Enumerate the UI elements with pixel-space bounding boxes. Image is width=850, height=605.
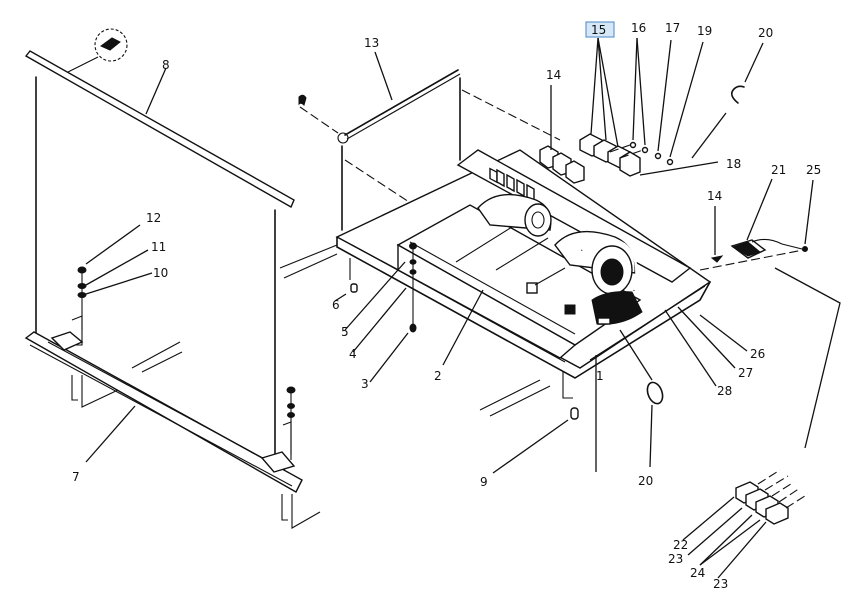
leg-left-inner bbox=[81, 375, 119, 408]
o-ring-bottom bbox=[646, 381, 664, 405]
callout-15[interactable]: 15 bbox=[591, 23, 606, 37]
callout-14-top[interactable]: 14 bbox=[546, 68, 561, 82]
bottom-rail bbox=[24, 331, 303, 493]
left-panel-assembly bbox=[24, 28, 321, 529]
callout-27[interactable]: 27 bbox=[738, 366, 753, 380]
callout-5[interactable]: 5 bbox=[341, 325, 349, 339]
callout-28[interactable]: 28 bbox=[717, 384, 732, 398]
top-trim-bar bbox=[24, 50, 295, 208]
callout-20-top[interactable]: 20 bbox=[758, 26, 773, 40]
wire-connector bbox=[699, 238, 808, 271]
terminal-block bbox=[735, 469, 809, 525]
floor-line-e bbox=[279, 244, 338, 269]
callout-16[interactable]: 16 bbox=[631, 21, 646, 35]
floor-line-d bbox=[489, 385, 551, 417]
housing-fasteners bbox=[349, 242, 579, 420]
callout-1[interactable]: 1 bbox=[596, 369, 604, 383]
motor-wiring bbox=[526, 267, 643, 325]
o-ring-top bbox=[730, 85, 745, 104]
blower-wheel-right bbox=[554, 230, 638, 295]
leg-left-outer bbox=[71, 375, 78, 401]
callout-7[interactable]: 7 bbox=[72, 470, 80, 484]
callout-13[interactable]: 13 bbox=[364, 36, 379, 50]
rear-cover-panel bbox=[298, 69, 561, 256]
leg-right-outer bbox=[281, 494, 288, 521]
callout-12[interactable]: 12 bbox=[146, 211, 161, 225]
rear-wall bbox=[456, 149, 692, 283]
callout-20-bottom[interactable]: 20 bbox=[638, 474, 653, 488]
floor-line-f bbox=[283, 253, 338, 279]
callout-23-a[interactable]: 23 bbox=[668, 552, 683, 566]
callout-3[interactable]: 3 bbox=[361, 377, 369, 391]
callout-17[interactable]: 17 bbox=[665, 21, 680, 35]
callout-23-b[interactable]: 23 bbox=[713, 577, 728, 591]
heater-housing-assembly bbox=[279, 69, 712, 420]
callout-9[interactable]: 9 bbox=[480, 475, 488, 489]
callout-2[interactable]: 2 bbox=[434, 369, 442, 383]
callout-11[interactable]: 11 bbox=[151, 240, 166, 254]
callout-4[interactable]: 4 bbox=[349, 347, 357, 361]
callout-24[interactable]: 24 bbox=[690, 566, 705, 580]
detail-magnifier bbox=[67, 28, 128, 73]
blower-wheel-left bbox=[477, 193, 552, 237]
callout-19[interactable]: 19 bbox=[697, 24, 712, 38]
control-switch-bank bbox=[539, 133, 674, 184]
callout-10[interactable]: 10 bbox=[153, 266, 168, 280]
floor-line-b bbox=[141, 351, 183, 373]
callout-14-right[interactable]: 14 bbox=[707, 189, 722, 203]
bracket-left-upper bbox=[71, 315, 83, 346]
callout-21[interactable]: 21 bbox=[771, 163, 786, 177]
callout-labels: 1 2 3 4 5 6 7 8 9 10 11 12 13 14 14 15 1… bbox=[72, 21, 821, 591]
callout-18[interactable]: 18 bbox=[726, 157, 741, 171]
callout-26[interactable]: 26 bbox=[750, 347, 765, 361]
fastener-stack-right bbox=[282, 386, 296, 460]
floor-line-c bbox=[479, 379, 541, 411]
leg-right-inner bbox=[291, 494, 321, 529]
callout-8[interactable]: 8 bbox=[162, 58, 170, 72]
floor-line-a bbox=[131, 341, 181, 369]
leader-lines bbox=[85, 37, 814, 579]
callout-6[interactable]: 6 bbox=[332, 298, 340, 312]
callout-25[interactable]: 25 bbox=[806, 163, 821, 177]
terminal-leader bbox=[774, 267, 841, 449]
blower-housing bbox=[396, 204, 642, 359]
callout-15-highlight bbox=[585, 21, 615, 38]
callout-22[interactable]: 22 bbox=[673, 538, 688, 552]
